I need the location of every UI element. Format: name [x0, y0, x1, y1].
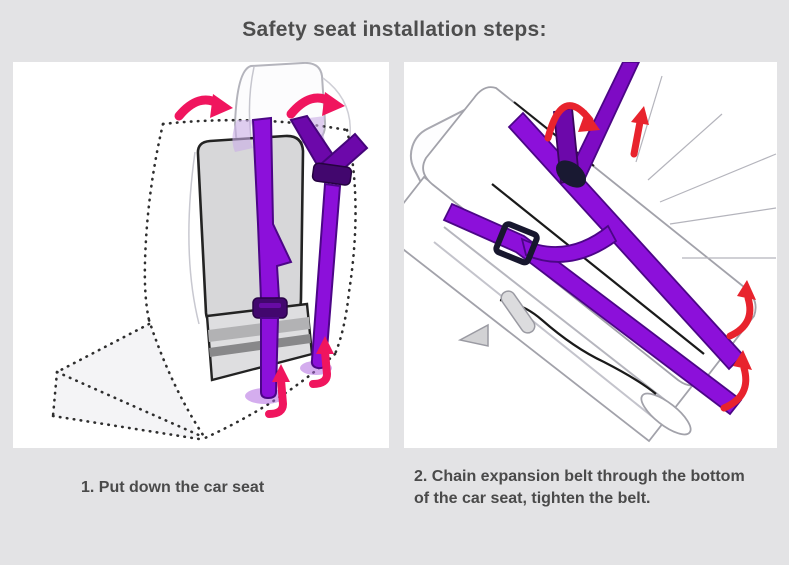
- up-arrow-icon: [630, 106, 649, 158]
- seat-cushion-fill: [53, 324, 199, 439]
- seat-back: [422, 86, 757, 387]
- hook-arrow-left-icon: [265, 364, 290, 418]
- page-title: Safety seat installation steps:: [242, 18, 547, 41]
- arch-arrow-icon: [544, 102, 600, 142]
- center-belt: [251, 116, 293, 400]
- belt-buckle: [493, 221, 540, 266]
- step-1-illustration: [51, 62, 369, 441]
- step-2-illustration: [404, 62, 777, 443]
- rotate-arrow-left-icon: [174, 94, 233, 121]
- latch-lever: [457, 290, 536, 347]
- belt-buckle: [311, 162, 353, 186]
- seat-crease-line: [188, 151, 200, 325]
- top-belt: [568, 62, 640, 180]
- step-2-caption: 2. Chain expansion belt through the bott…: [414, 468, 745, 507]
- seat-cushion-dashed-outline: [51, 322, 203, 441]
- curl-arrow-lower-icon: [720, 350, 752, 412]
- rotate-arrow-right-icon: [286, 92, 345, 119]
- side-belt: [289, 114, 369, 370]
- step-1-panel: [13, 62, 389, 448]
- crease-lines: [635, 75, 777, 259]
- hook-arrow-right-icon: [309, 336, 334, 388]
- step-2-panel: [404, 62, 777, 448]
- curl-arrow-upper-icon: [726, 280, 756, 340]
- step-1-caption: 1. Put down the car seat: [81, 479, 265, 496]
